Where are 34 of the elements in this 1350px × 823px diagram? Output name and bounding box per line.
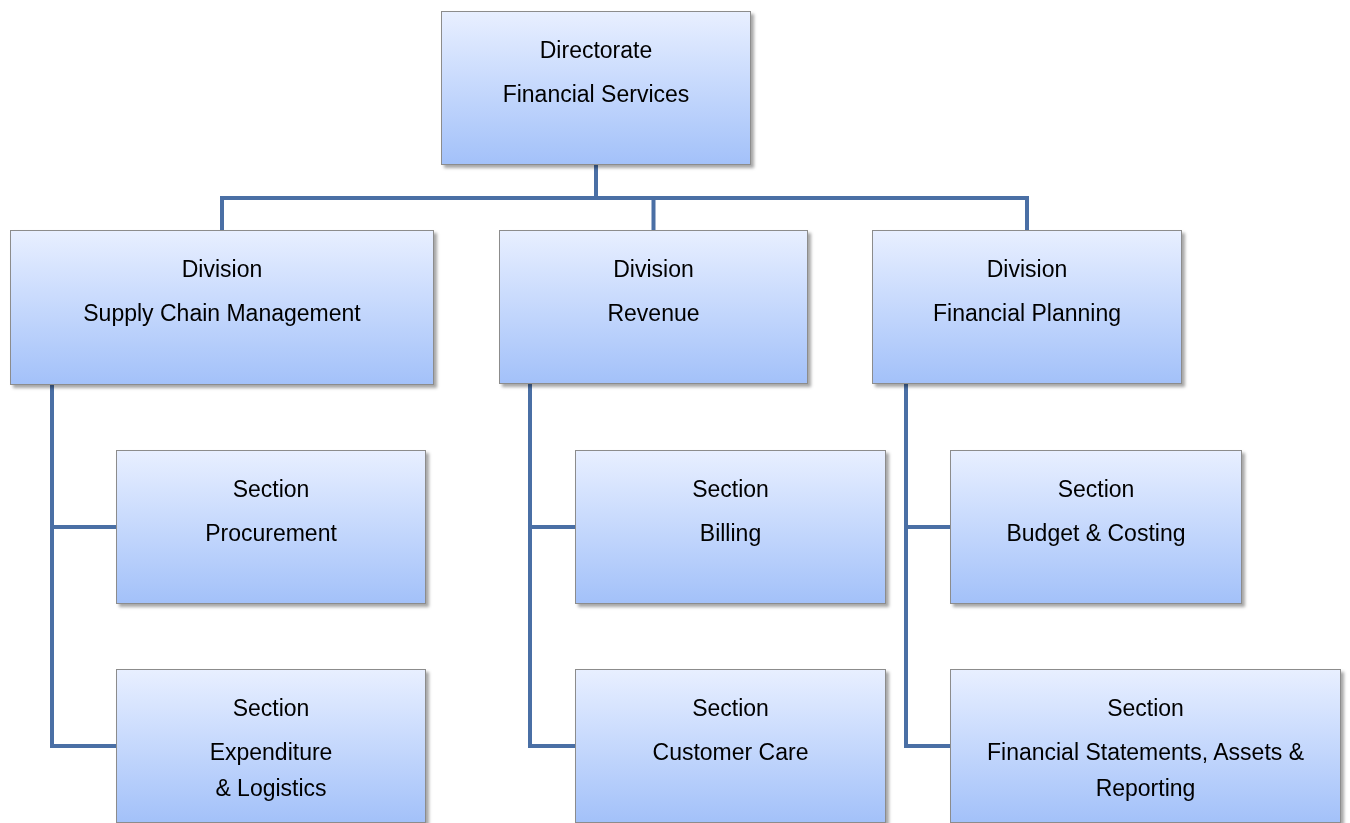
unit-type-label: Division <box>181 255 263 284</box>
org-box <box>441 11 751 165</box>
connector-line <box>594 165 1029 230</box>
unit-name-label: Customer Care <box>652 738 809 767</box>
org-box <box>10 230 434 385</box>
unit-type-label: Section <box>692 475 769 504</box>
org-box <box>499 230 808 384</box>
unit-type-label: Section <box>1057 475 1135 504</box>
unit-type-label: Directorate <box>539 36 653 65</box>
org-box <box>950 450 1242 604</box>
org-box <box>872 230 1182 384</box>
org-box <box>575 669 886 823</box>
org-box <box>116 450 426 604</box>
org-box <box>575 450 886 604</box>
unit-name-label: Procurement <box>205 519 337 548</box>
unit-type-label: Section <box>232 694 310 723</box>
org-box <box>116 669 426 823</box>
unit-name-label: Supply Chain Management <box>83 299 361 328</box>
unit-type-label: Division <box>613 255 694 284</box>
connector-line <box>528 384 575 748</box>
unit-name-label: Financial Statements, Assets & Reporting <box>985 738 1305 803</box>
unit-type-label: Division <box>986 255 1068 284</box>
unit-name-label: Budget & Costing <box>1006 519 1186 548</box>
connector-line <box>904 384 950 748</box>
unit-name-label: Revenue <box>607 299 700 328</box>
unit-name-label: Financial Services <box>502 80 690 109</box>
unit-name-label: Billing <box>699 519 762 548</box>
org-box <box>950 669 1341 823</box>
connector-line <box>50 385 116 748</box>
unit-type-label: Section <box>692 694 769 723</box>
unit-type-label: Section <box>1107 694 1184 723</box>
unit-name-label: Expenditure & Logistics <box>208 738 334 803</box>
unit-type-label: Section <box>232 475 310 504</box>
unit-name-label: Financial Planning <box>933 299 1121 328</box>
